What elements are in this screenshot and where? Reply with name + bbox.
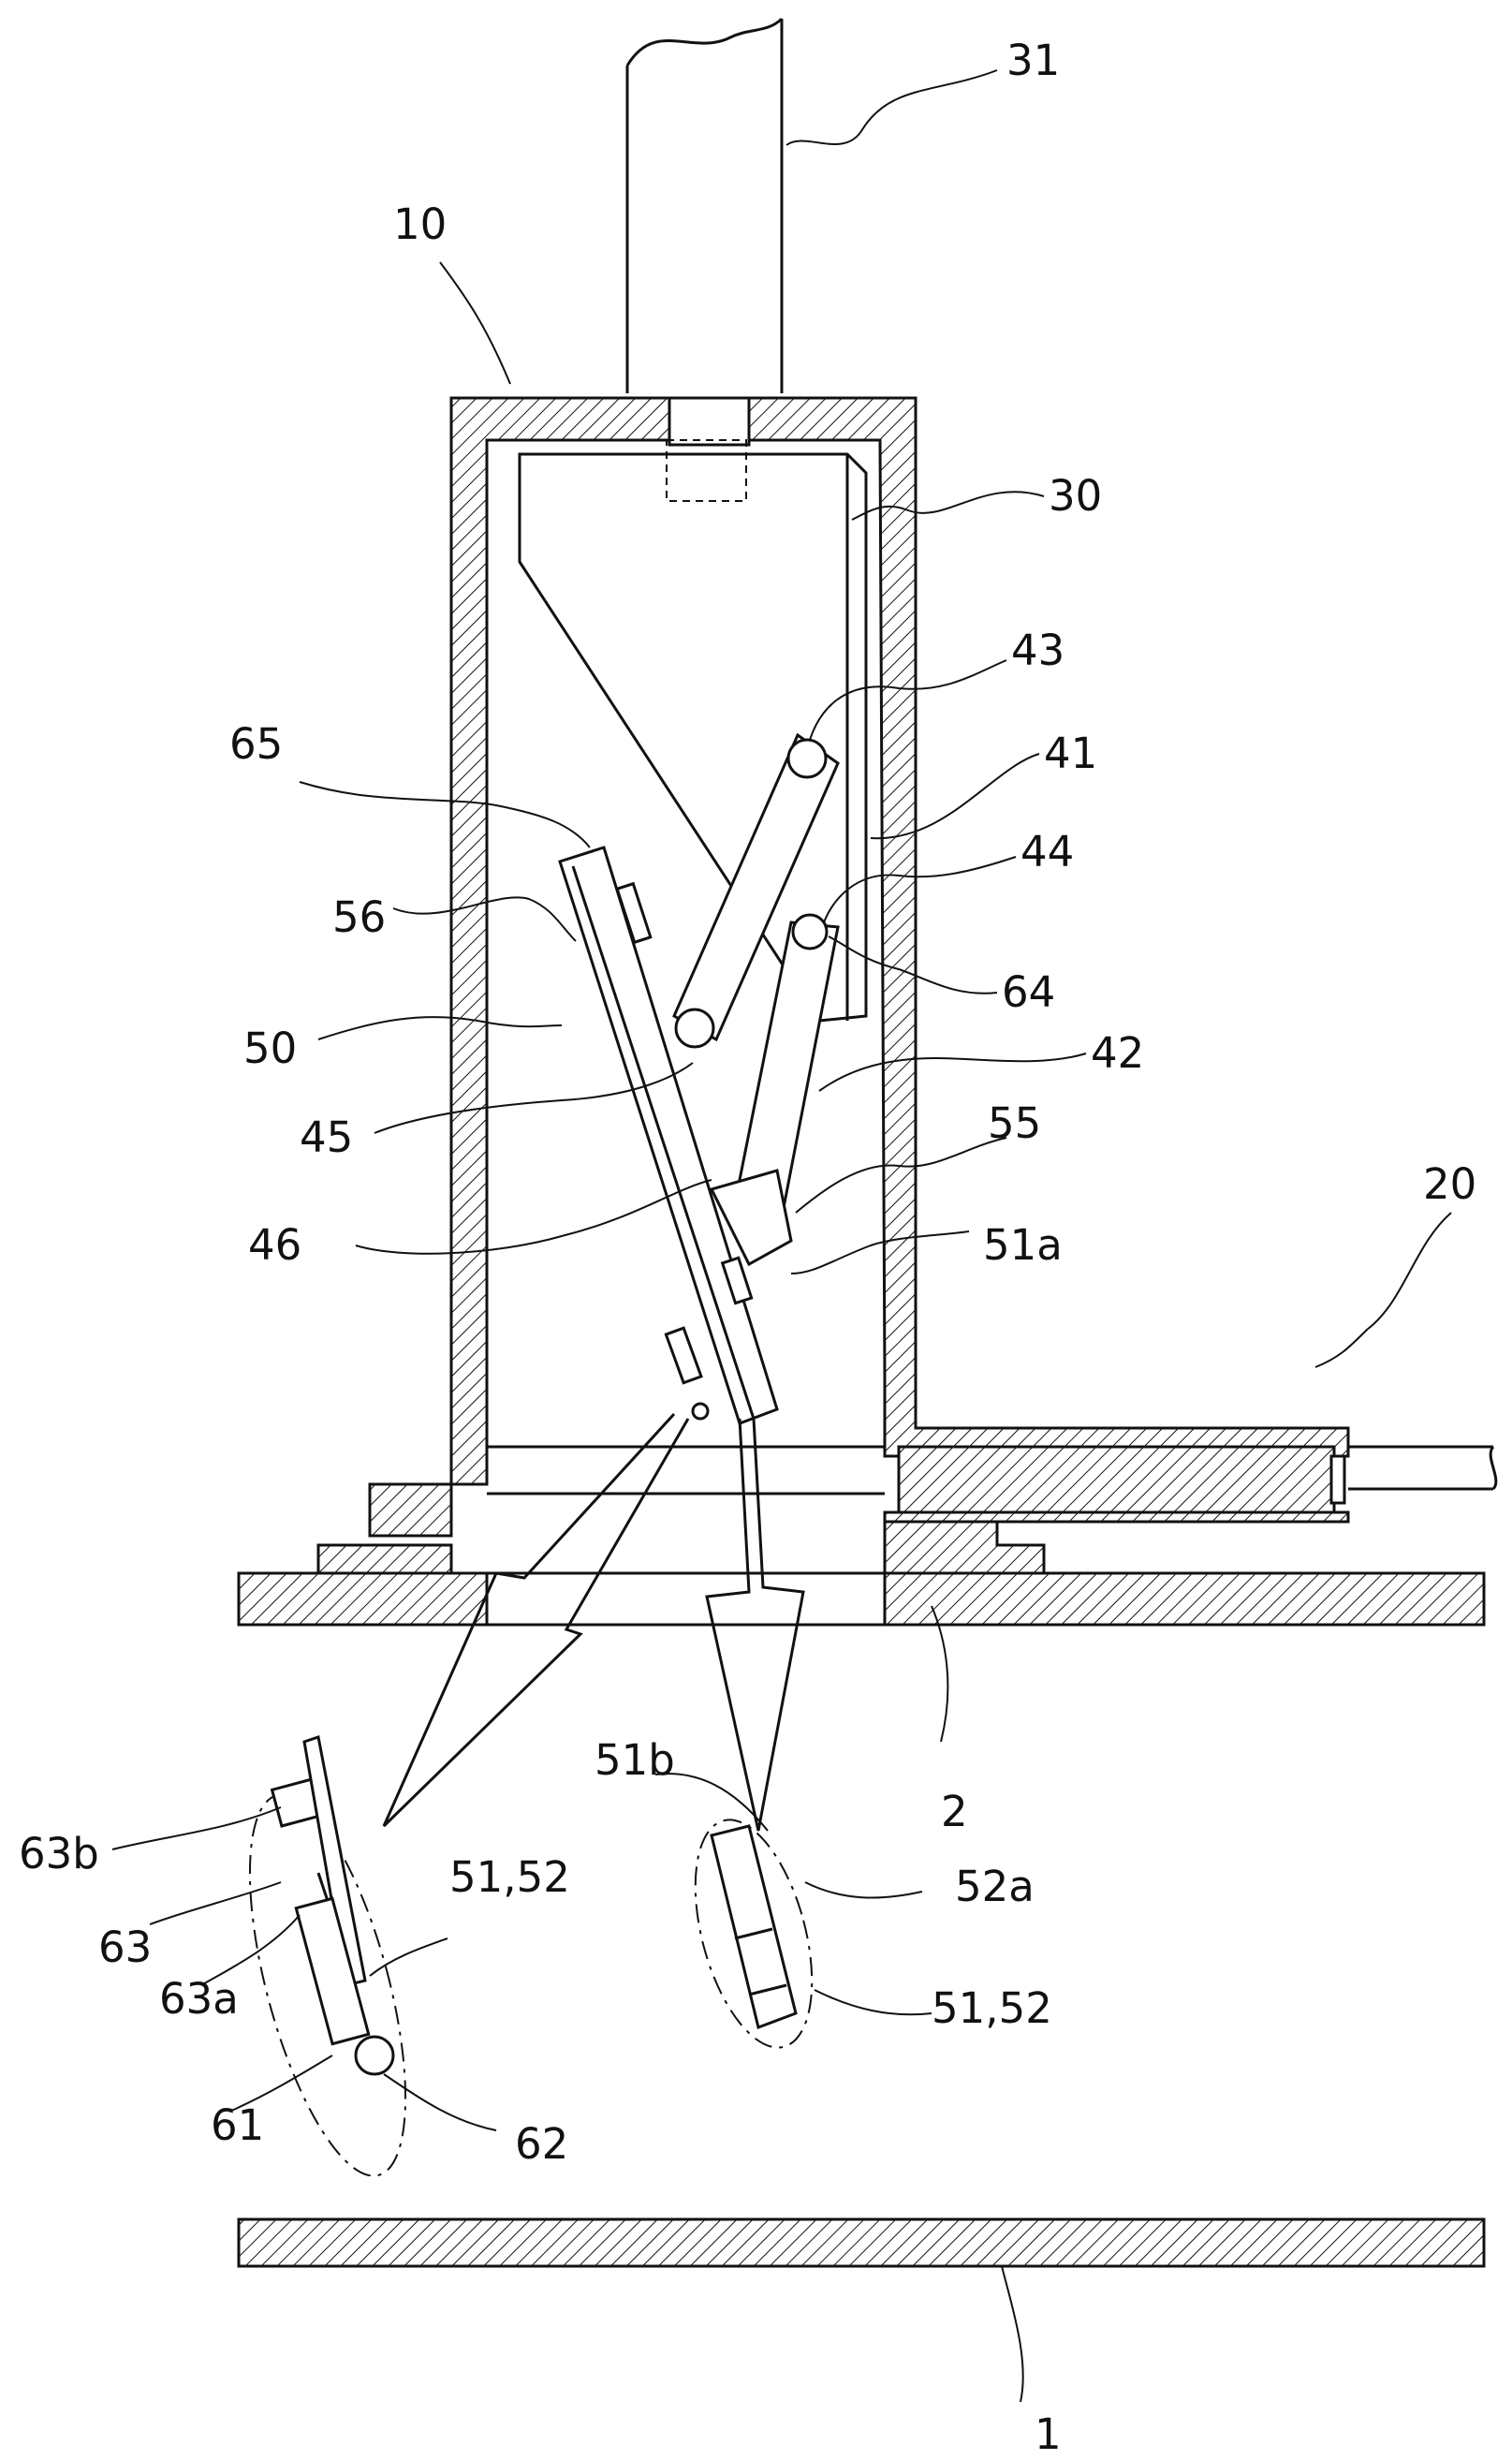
- label-42: 42: [1091, 1028, 1144, 1078]
- label-44: 44: [1020, 827, 1074, 876]
- label-63: 63: [98, 1922, 152, 1972]
- detail-arrows: [382, 1412, 805, 1832]
- label-20: 20: [1423, 1159, 1476, 1209]
- label-51-52-right: 51,52: [932, 1983, 1052, 2033]
- detail-a: [248, 1735, 407, 2177]
- label-52a: 52a: [955, 1862, 1035, 1911]
- label-63b: 63b: [19, 1829, 99, 1878]
- label-62: 62: [515, 2119, 568, 2169]
- label-51-52-left: 51,52: [449, 1852, 570, 1902]
- label-41: 41: [1044, 729, 1097, 778]
- label-50: 50: [243, 1024, 297, 1073]
- shaft-31: [625, 17, 784, 393]
- leader-lines: [111, 69, 1452, 2403]
- arm-50: [558, 846, 793, 1425]
- floor-2: [237, 1571, 1486, 1627]
- label-51b: 51b: [595, 1735, 675, 1785]
- label-56: 56: [332, 892, 386, 942]
- ground-1: [237, 2217, 1486, 2268]
- label-63a: 63a: [159, 1974, 239, 2024]
- label-51a: 51a: [983, 1220, 1063, 1270]
- label-45: 45: [300, 1112, 353, 1162]
- label-55: 55: [988, 1098, 1041, 1148]
- label-10: 10: [393, 199, 447, 249]
- label-1: 1: [1035, 2409, 1062, 2459]
- label-31: 31: [1006, 36, 1060, 85]
- label-46: 46: [248, 1220, 301, 1270]
- frame-30: [518, 452, 868, 1023]
- label-43: 43: [1011, 626, 1064, 675]
- label-30: 30: [1049, 471, 1102, 521]
- link-41: [672, 732, 840, 1049]
- label-65: 65: [229, 719, 283, 769]
- label-2: 2: [941, 1787, 968, 1836]
- detail-b: [694, 1819, 814, 2049]
- housing-10: [316, 396, 1350, 1584]
- label-61: 61: [211, 2100, 264, 2150]
- label-64: 64: [1002, 967, 1055, 1017]
- reference-labels: 31 10 30 43 65 41 44 56 64 50 42 45 55 2…: [19, 36, 1476, 2459]
- rail-20: [487, 1445, 1498, 1514]
